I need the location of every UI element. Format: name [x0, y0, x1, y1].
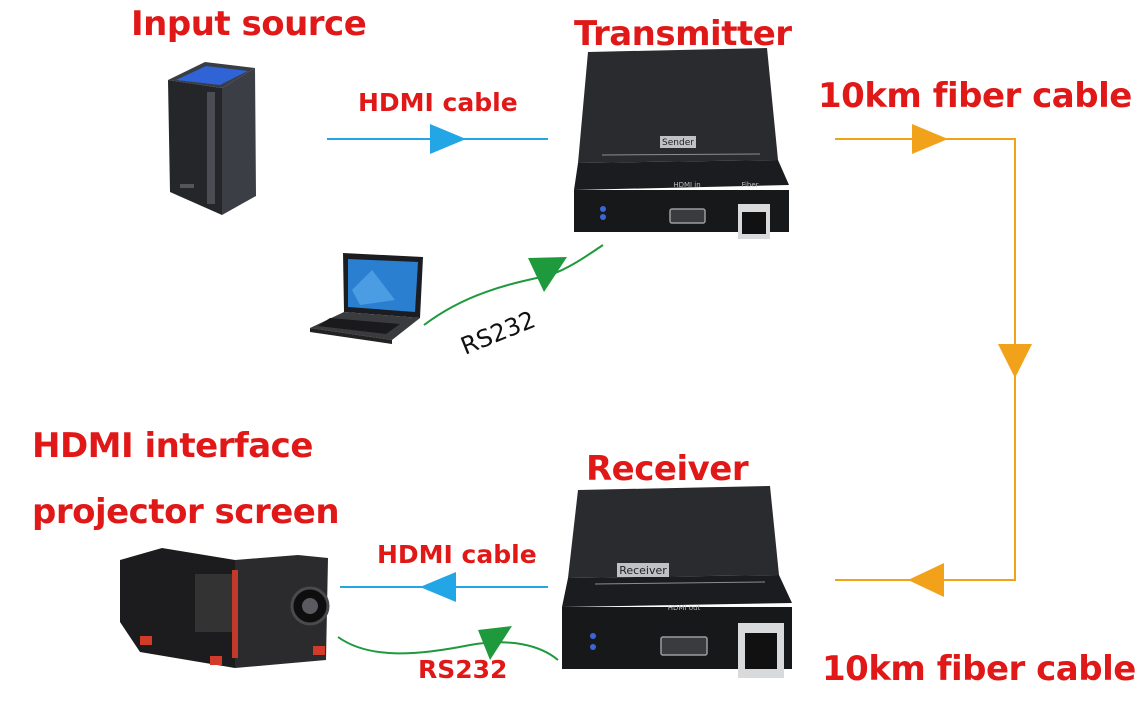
transmitter-fiber-label: Fiber	[741, 181, 758, 189]
rs232-cable-top	[423, 244, 604, 326]
rs232-label-top: RS232	[457, 305, 540, 360]
receiver-device	[562, 486, 792, 678]
arrow-right-icon	[912, 124, 948, 154]
laptop-icon	[310, 253, 423, 344]
hdmi-cable-bottom	[340, 572, 548, 602]
rs232-cable-bottom	[337, 626, 559, 661]
arrow-up-right-icon	[528, 257, 567, 292]
arrow-down-icon	[998, 344, 1032, 378]
rs232-label-bottom: RS232	[418, 655, 508, 684]
transmitter-label: Transmitter	[574, 14, 792, 54]
receiver-brand-label: Receiver	[619, 564, 667, 577]
hdmi-cable-label-top: HDMI cable	[358, 88, 518, 117]
pc-tower-icon	[168, 62, 256, 215]
receiver-port-label: HDMI out	[668, 604, 701, 612]
fiber-cable-label-bottom: 10km fiber cable	[822, 649, 1136, 689]
arrow-left-icon	[420, 572, 456, 602]
projector-label-line2: projector screen	[32, 492, 340, 532]
projector-label-line1: HDMI interface	[32, 426, 313, 466]
transmitter-device	[574, 48, 789, 239]
input-source-label: Input source	[131, 4, 367, 44]
transmitter-brand-label: Sender	[662, 138, 694, 148]
hdmi-cable-label-bottom: HDMI cable	[377, 540, 537, 569]
projector-icon	[120, 548, 330, 668]
fiber-cable-label-top: 10km fiber cable	[818, 76, 1132, 116]
fiber-cable	[835, 124, 1032, 597]
arrow-left-icon	[908, 563, 944, 597]
arrow-right-icon	[430, 124, 466, 154]
receiver-label: Receiver	[586, 449, 749, 489]
arrow-left-icon	[478, 626, 512, 660]
transmitter-port-label: HDMI in	[673, 181, 700, 189]
hdmi-cable-top	[327, 124, 548, 154]
